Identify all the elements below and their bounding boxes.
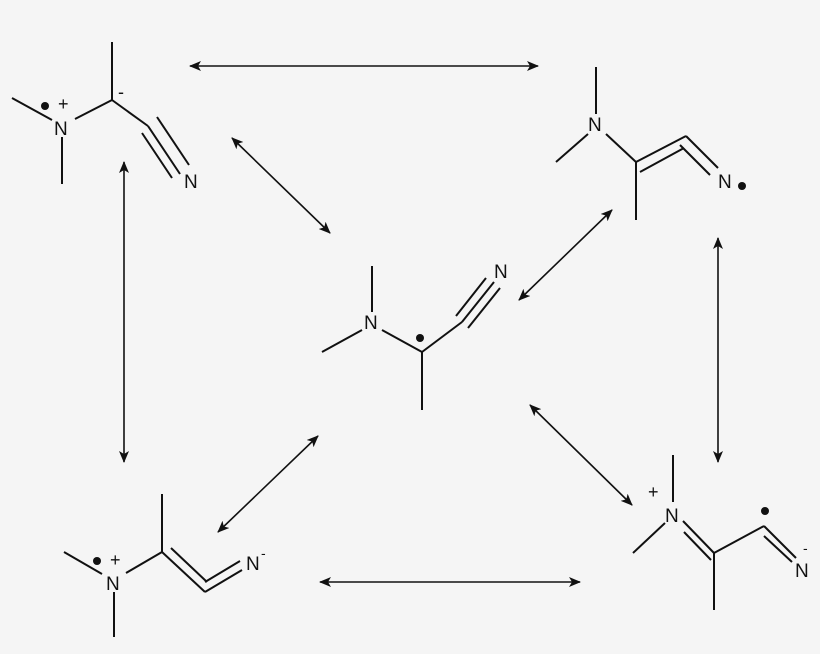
arrow-center-bottomleft	[217, 435, 319, 533]
plus-charge: +	[648, 482, 659, 502]
resonance-arrows	[119, 61, 723, 587]
arrow-center-bottomright	[529, 404, 633, 506]
minus-charge: -	[118, 82, 124, 102]
nitrogen-atom: N	[795, 561, 809, 582]
nitrogen-atom: N	[665, 506, 679, 527]
structure-top-right: N N	[555, 67, 746, 220]
nitrogen-atom: N	[494, 262, 508, 283]
structure-bottom-right: + N N -	[632, 455, 809, 610]
structure-bottom-left: + N N -	[63, 494, 266, 637]
structure-top-left: + N - N	[11, 42, 198, 193]
minus-charge: -	[261, 545, 266, 561]
structure-center: N N	[321, 262, 508, 410]
nitrogen-atom: N	[54, 119, 68, 140]
radical-dot	[93, 557, 101, 565]
nitrogen-atom: N	[588, 115, 602, 136]
radical-dot	[41, 102, 49, 110]
plus-charge: +	[58, 94, 69, 114]
plus-charge: +	[110, 550, 121, 570]
arrow-center-topright	[518, 209, 613, 301]
nitrogen-atom: N	[106, 574, 120, 595]
arrow-topleft-center	[231, 137, 331, 234]
nitrogen-atom: N	[364, 313, 378, 334]
radical-dot	[761, 507, 769, 515]
radical-dot	[738, 182, 746, 190]
minus-charge: -	[803, 540, 808, 556]
nitrogen-atom: N	[184, 172, 198, 193]
nitrogen-atom: N	[246, 554, 260, 575]
nitrogen-atom: N	[718, 172, 732, 193]
radical-dot	[416, 334, 424, 342]
